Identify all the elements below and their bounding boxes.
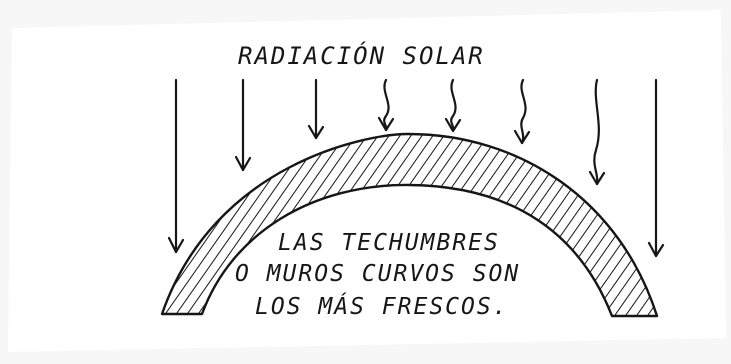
solar-ray-arrow [167,78,185,254]
solar-ray-arrow [513,78,531,145]
solar-ray-arrow [647,78,665,258]
caption-line: LAS TECHUMBRES [278,230,500,256]
diagram-title: RADIACIÓN SOLAR [238,40,485,70]
curved-roof-arch [160,132,659,318]
solar-ray-arrow [588,78,606,186]
solar-ray-arrow [377,78,395,132]
solar-rays [167,78,665,258]
solar-ray-arrow [234,78,252,172]
solar-ray-arrow [444,78,462,133]
solar-ray-arrow [307,78,325,140]
caption-line: LOS MÁS FRESCOS. [255,292,509,320]
caption-line: O MUROS CURVOS SON [235,261,520,287]
